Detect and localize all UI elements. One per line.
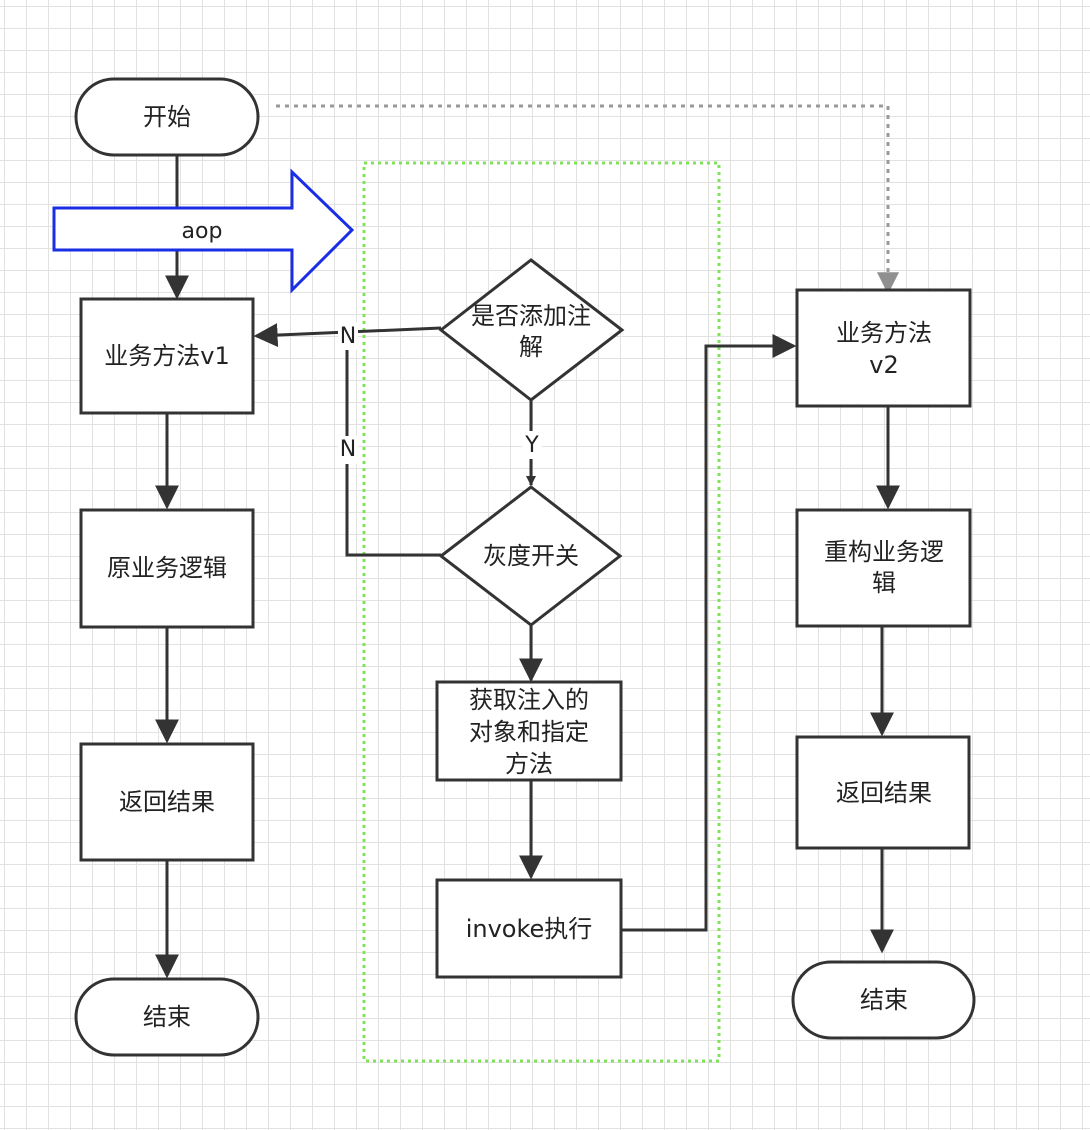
edge-label-annotated-no: N [340,324,356,349]
edge-label-gray-no: N [340,437,356,462]
node-get-target-label-line3: 方法 [505,750,553,778]
node-orig-logic-label: 原业务逻辑 [107,554,227,582]
node-get-target-label-line2: 对象和指定 [469,718,589,746]
node-refactor-logic-label-line1: 重构业务逻 [824,538,944,566]
node-start: 开始 [74,77,260,157]
node-gray-switch-label: 灰度开关 [483,542,579,570]
edge-label-bg-annotated-no [338,322,358,350]
edge-invoke-to-biz-v2 [622,334,797,932]
edge-label-annotated-yes: Y [524,433,539,458]
edge-label-bg-gray-no [338,436,358,464]
node-invoke: invoke执行 [435,878,623,979]
edge-gray-no [345,332,441,557]
edge-start-to-biz-v2 [276,104,899,295]
node-biz-v1: 业务方法v1 [79,297,255,415]
node-return-right: 返回结果 [795,735,971,850]
aop-arrow [52,168,355,294]
edge-label-bg-annotated-yes [522,431,542,459]
node-refactor-logic: 重构业务逻 辑 [795,508,972,628]
node-return-left-label: 返回结果 [119,788,215,816]
node-biz-v2-label-line1: 业务方法 [836,319,932,347]
node-biz-v1-label: 业务方法v1 [104,342,229,370]
node-return-right-label: 返回结果 [836,779,932,807]
aop-arrow-label: aop [182,219,223,244]
node-end-right-label: 结束 [860,986,908,1014]
aop-region-boundary [362,161,721,1063]
node-refactor-logic-label-line2: 辑 [872,569,896,597]
node-biz-v2: 业务方法 v2 [795,288,972,408]
node-start-label: 开始 [143,103,191,131]
node-biz-v2-label-line2: v2 [869,351,898,379]
node-gray-switch: 灰度开关 [438,485,623,627]
node-is-annotated-label-line2: 解 [519,333,543,361]
node-invoke-label: invoke执行 [466,915,593,943]
node-is-annotated-label-line1: 是否添加注 [471,302,591,330]
node-end-right: 结束 [791,960,976,1040]
node-end-left: 结束 [74,977,260,1057]
node-return-left: 返回结果 [79,742,255,862]
node-is-annotated: 是否添加注 解 [438,258,625,402]
node-orig-logic: 原业务逻辑 [79,508,255,629]
node-get-target-label-line1: 获取注入的 [469,686,589,714]
node-get-target: 获取注入的 对象和指定 方法 [435,680,623,782]
node-end-left-label: 结束 [143,1003,191,1031]
